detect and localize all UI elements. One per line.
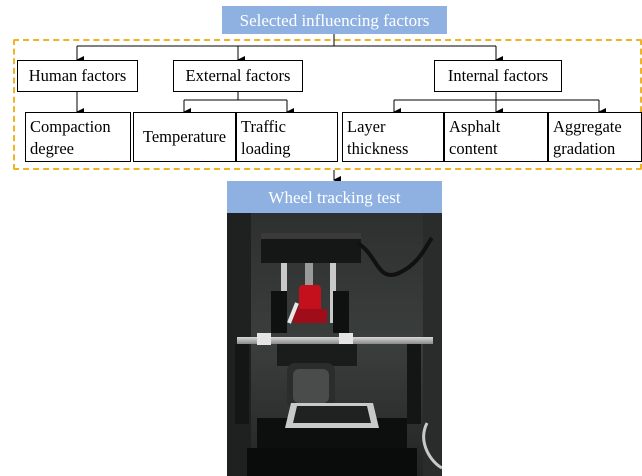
category-external-factors: External factors (173, 60, 303, 92)
category-human-factors: Human factors (17, 60, 138, 92)
selected-factors-title: Selected influencing factors (222, 6, 447, 34)
factor-temperature: Temperature (133, 112, 236, 162)
factors-group-frame (13, 39, 642, 170)
wheel-tracking-test-title: Wheel tracking test (227, 181, 442, 213)
factor-aggregate-gradation: Aggregate gradation (548, 112, 642, 162)
factor-traffic-loading: Traffic loading (236, 112, 338, 162)
factor-layer-thickness: Layer thickness (342, 112, 444, 162)
factor-compaction-degree: Compaction degree (25, 112, 131, 162)
factor-asphalt-content: Asphalt content (444, 112, 548, 162)
machine-illustration (227, 213, 442, 476)
category-internal-factors: Internal factors (434, 60, 562, 92)
wheel-tracking-machine-photo (227, 213, 442, 476)
